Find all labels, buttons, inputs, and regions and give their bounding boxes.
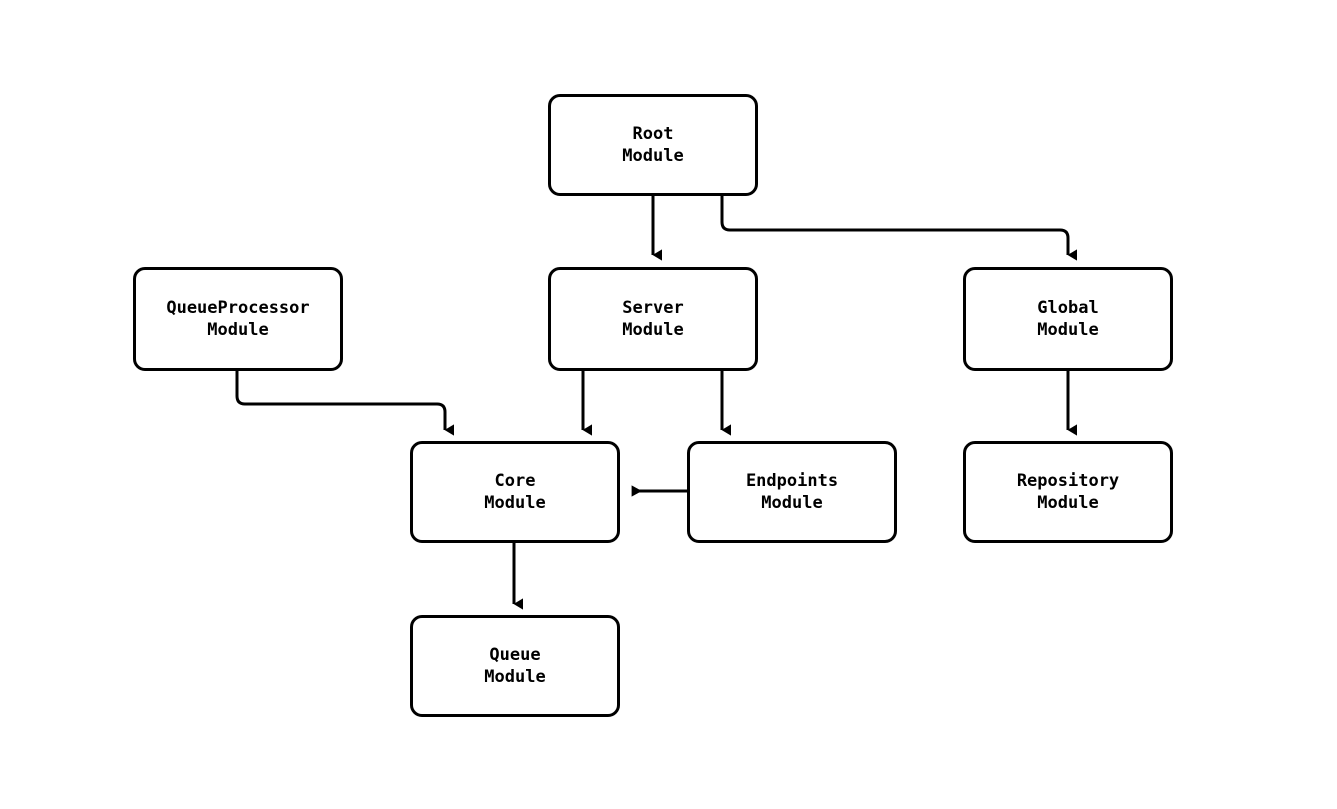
node-root-module-label: Root Module <box>622 124 684 166</box>
node-global-module-label: Global Module <box>1037 298 1099 340</box>
node-endpoints-module-label: Endpoints Module <box>745 471 839 513</box>
node-server-module-label: Server Module <box>622 298 684 340</box>
node-endpoints-module[interactable]: Endpoints Module <box>687 441 897 543</box>
node-repository-module[interactable]: Repository Module <box>963 441 1173 543</box>
node-queueprocessor-module-label: QueueProcessor Module <box>166 298 310 340</box>
node-server-module[interactable]: Server Module <box>548 267 758 371</box>
node-global-module[interactable]: Global Module <box>963 267 1173 371</box>
node-root-module[interactable]: Root Module <box>548 94 758 196</box>
node-core-module-label: Core Module <box>484 471 546 513</box>
node-queueprocessor-module[interactable]: QueueProcessor Module <box>133 267 343 371</box>
node-queue-module-label: Queue Module <box>484 645 546 687</box>
edge-queueprocessor-to-core <box>235 371 455 436</box>
node-queue-module[interactable]: Queue Module <box>410 615 620 717</box>
node-repository-module-label: Repository Module <box>1016 471 1120 513</box>
node-core-module[interactable]: Core Module <box>410 441 620 543</box>
edge-root-to-global <box>720 196 1078 261</box>
